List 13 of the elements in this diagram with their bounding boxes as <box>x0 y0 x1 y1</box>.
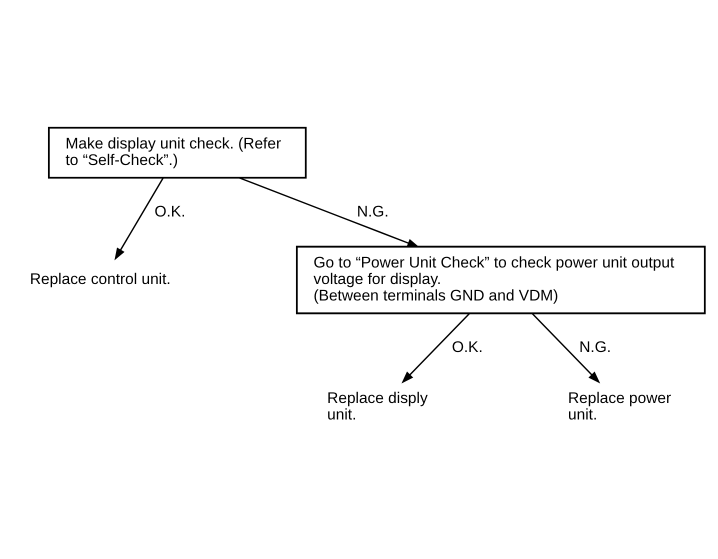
edge-label: O.K. <box>452 338 483 356</box>
arrow <box>401 312 470 383</box>
node-box: Make display unit check. (Refer to “Self-Check”.) <box>48 126 307 178</box>
node-text: Replace disply unit. <box>327 389 428 424</box>
edge-label: N.G. <box>579 338 612 356</box>
arrow <box>114 177 164 260</box>
arrow <box>532 312 600 383</box>
edge-label: O.K. <box>154 202 186 220</box>
arrow <box>239 176 420 247</box>
node-box: Go to “Power Unit Check” to check power unit output voltage for display. (Between terminals GND and VDM) <box>296 245 706 314</box>
node-text: Replace control unit. <box>30 270 171 288</box>
edge-label: N.G. <box>356 202 389 220</box>
node-text: Replace power unit. <box>568 389 672 424</box>
